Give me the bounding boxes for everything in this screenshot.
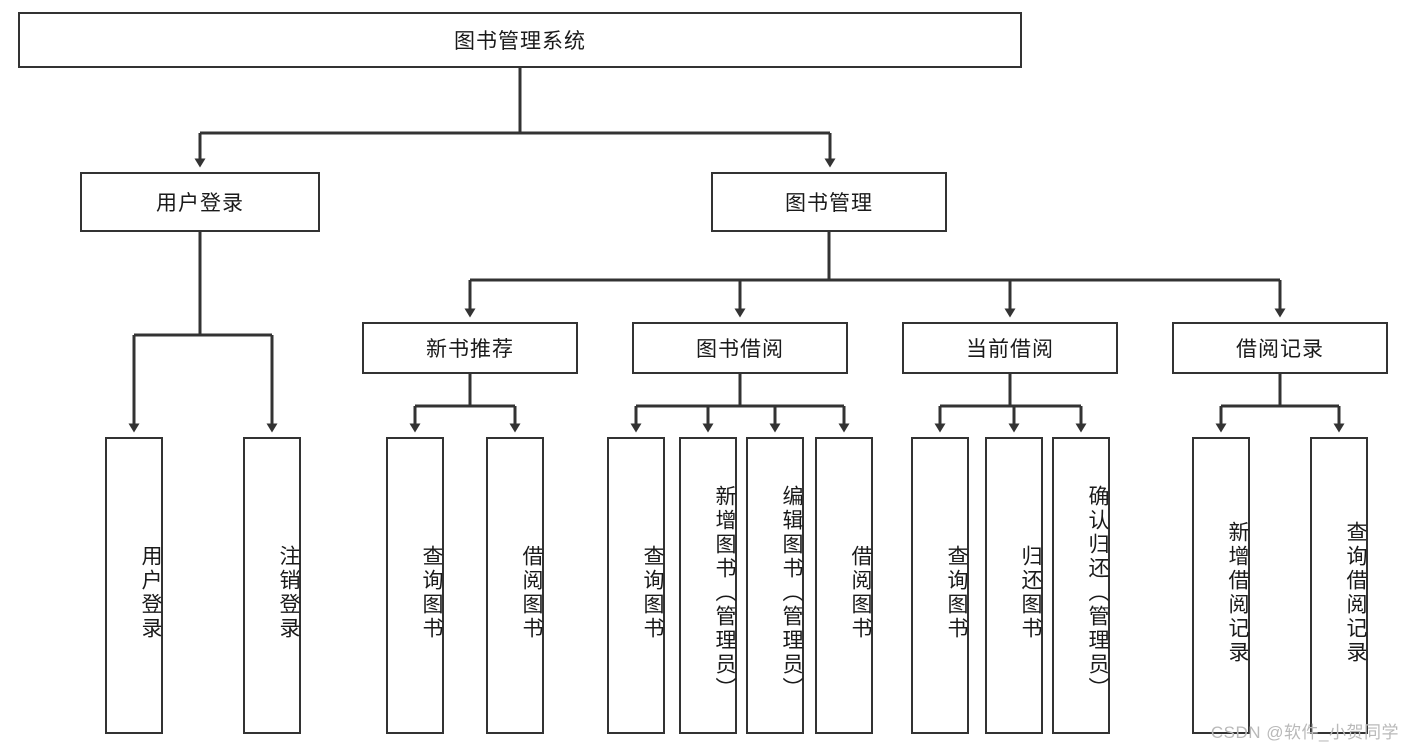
node-leaf-add-record[interactable]: 新增借阅记录 bbox=[1192, 437, 1250, 734]
node-leaf-query-book-1[interactable]: 查询图书 bbox=[386, 437, 444, 734]
node-leaf-borrow-book-1[interactable]: 借阅图书 bbox=[486, 437, 544, 734]
node-leaf-user-login[interactable]: 用户登录 bbox=[105, 437, 163, 734]
edges-newbook-to-leaves bbox=[409, 374, 521, 433]
edges-userlogin-to-leaves bbox=[128, 232, 278, 433]
node-book-manage[interactable]: 图书管理 bbox=[711, 172, 947, 232]
node-user-login[interactable]: 用户登录 bbox=[80, 172, 320, 232]
node-leaf-confirm-return[interactable]: 确认归还（管理员） bbox=[1052, 437, 1110, 734]
node-leaf-query-book-3[interactable]: 查询图书 bbox=[911, 437, 969, 734]
node-leaf-borrow-book-2[interactable]: 借阅图书 bbox=[815, 437, 873, 734]
node-leaf-logout[interactable]: 注销登录 bbox=[243, 437, 301, 734]
node-leaf-edit-book[interactable]: 编辑图书（管理员） bbox=[746, 437, 804, 734]
node-root[interactable]: 图书管理系统 bbox=[18, 12, 1022, 68]
edges-bookborrow-to-leaves bbox=[630, 374, 850, 433]
node-borrow-record[interactable]: 借阅记录 bbox=[1172, 322, 1388, 374]
node-current-borrow[interactable]: 当前借阅 bbox=[902, 322, 1118, 374]
edges-currentborrow-to-leaves bbox=[934, 374, 1087, 433]
watermark-text: CSDN @软件_小贺同学 bbox=[1210, 723, 1399, 742]
edges-borrowrecord-to-leaves bbox=[1215, 374, 1345, 433]
node-leaf-query-book-2[interactable]: 查询图书 bbox=[607, 437, 665, 734]
node-new-book-recommend[interactable]: 新书推荐 bbox=[362, 322, 578, 374]
node-book-borrow[interactable]: 图书借阅 bbox=[632, 322, 848, 374]
node-leaf-return-book[interactable]: 归还图书 bbox=[985, 437, 1043, 734]
edges-bookmanage-to-level3 bbox=[464, 232, 1286, 318]
node-leaf-add-book[interactable]: 新增图书（管理员） bbox=[679, 437, 737, 734]
node-leaf-query-record[interactable]: 查询借阅记录 bbox=[1310, 437, 1368, 734]
edges-root-to-level2 bbox=[194, 68, 836, 168]
